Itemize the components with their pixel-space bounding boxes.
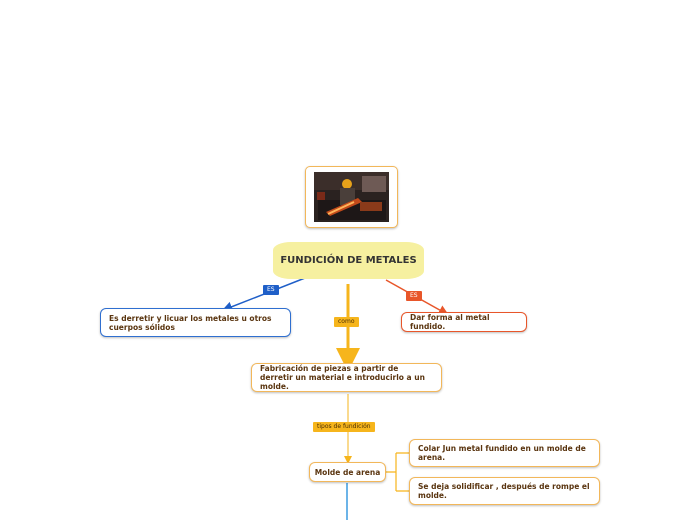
sand-mold-text: Molde de arena <box>314 467 381 477</box>
step-node-2[interactable]: Se deja solidificar , después de rompe e… <box>409 477 600 505</box>
link-label-es-left: ES <box>263 285 279 295</box>
sand-mold-node[interactable]: Molde de arena <box>309 462 386 482</box>
link-label-tipos: tipos de fundición <box>313 422 375 432</box>
link-label-como: como <box>334 317 359 327</box>
link-label-es-right: ES <box>406 291 422 301</box>
definition-node[interactable]: Es derretir y licuar los metales u otros… <box>100 308 291 337</box>
step-node-1[interactable]: Colar Jun metal fundido en un molde de a… <box>409 439 600 467</box>
step-2-text: Se deja solidificar , después de rompe e… <box>418 482 590 500</box>
step-1-text: Colar Jun metal fundido en un molde de a… <box>418 444 586 462</box>
branch-line-steps <box>386 452 409 492</box>
image-frame <box>305 166 398 228</box>
fabrication-node[interactable]: Fabricación de piezas a partir de derret… <box>251 363 442 392</box>
central-topic[interactable]: FUNDICIÓN DE METALES <box>273 242 424 279</box>
definition-text: Es derretir y licuar los metales u otros… <box>109 313 272 332</box>
fabrication-text: Fabricación de piezas a partir de derret… <box>260 364 425 391</box>
foundry-worker-photo <box>314 172 389 222</box>
purpose-node[interactable]: Dar forma al metal fundido. <box>401 312 527 332</box>
purpose-text: Dar forma al metal fundido. <box>410 313 490 331</box>
